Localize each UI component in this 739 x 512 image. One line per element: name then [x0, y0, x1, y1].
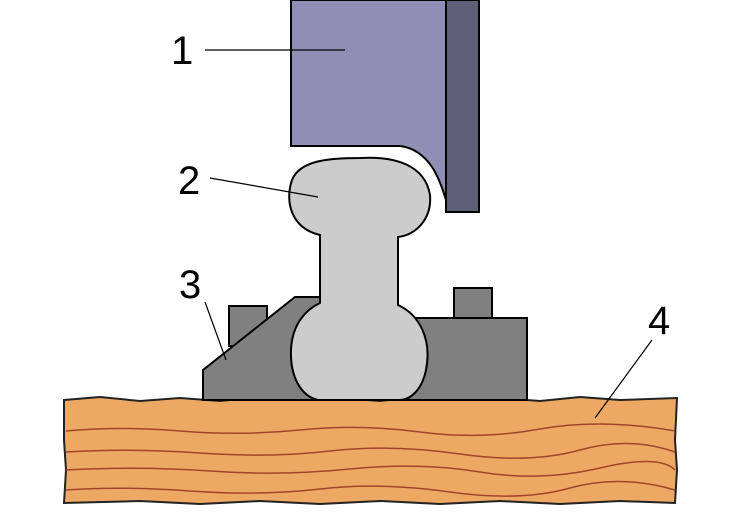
- wooden-sleeper: [62, 395, 679, 506]
- leader-lines: [204, 49, 653, 419]
- wood-grain: [65, 423, 676, 497]
- label-2: 2: [178, 159, 200, 203]
- label-1: 1: [171, 29, 193, 73]
- rail: [288, 156, 432, 401]
- label-3: 3: [179, 263, 201, 307]
- label-4: 4: [648, 299, 670, 343]
